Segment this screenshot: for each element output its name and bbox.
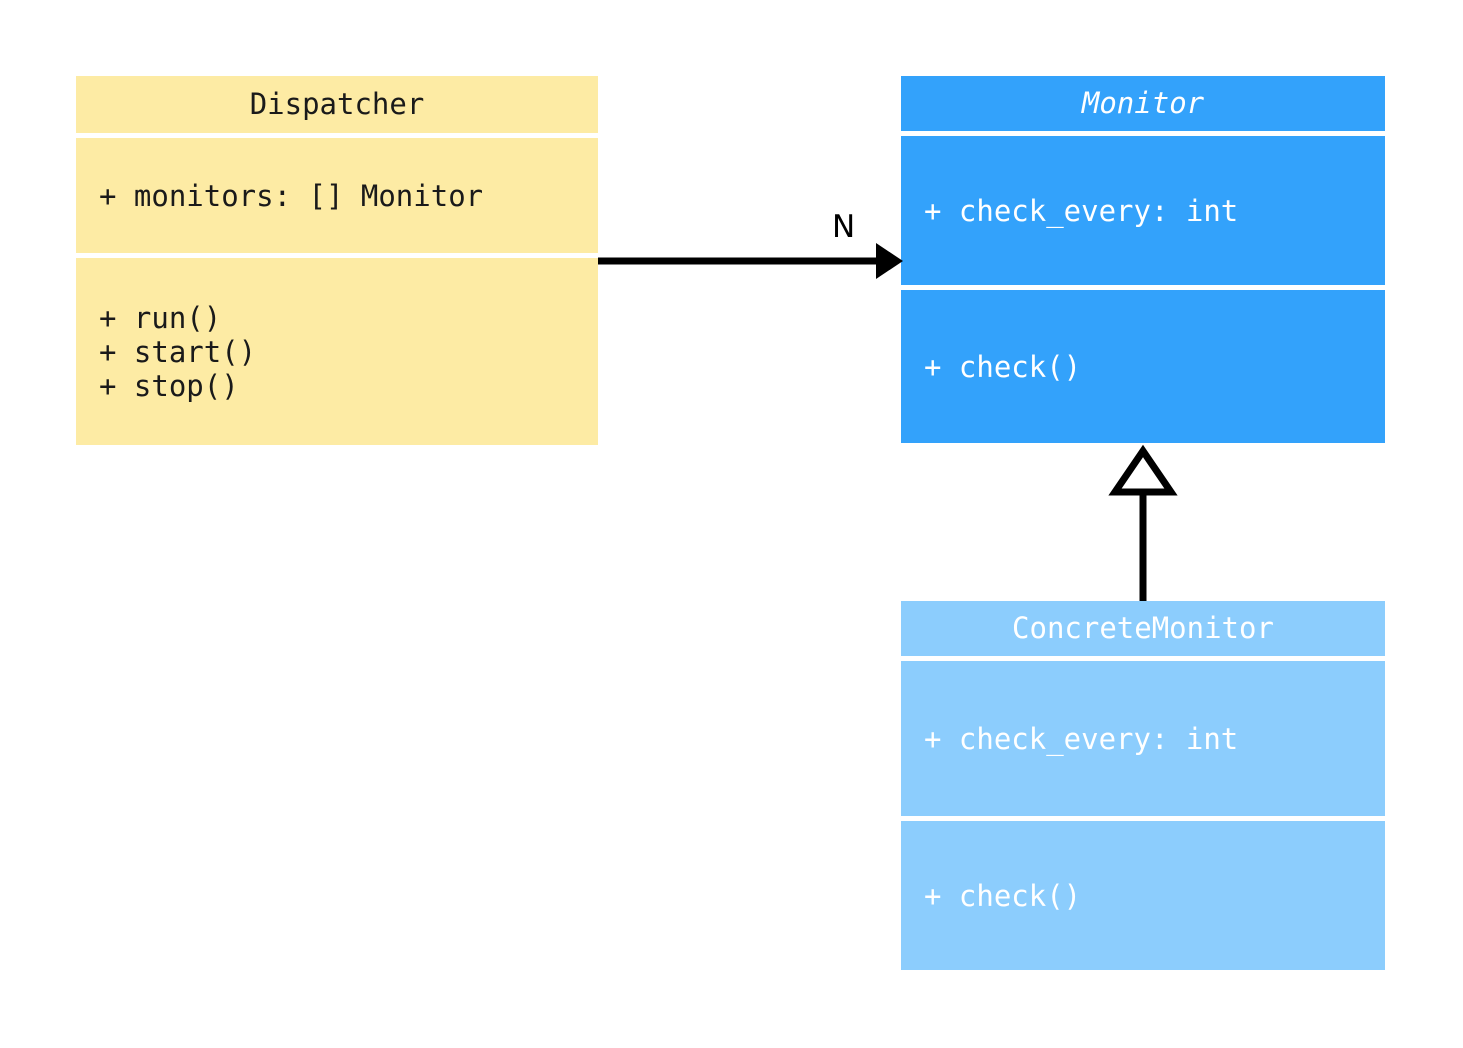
operations-compartment-monitor: + check() (901, 290, 1385, 443)
class-divider (901, 131, 1385, 136)
class-divider (76, 133, 598, 138)
class-box-monitor[interactable]: Monitor + check_every: int + check() (901, 76, 1385, 443)
attribute-item: + monitors: [] Monitor (99, 178, 484, 213)
operations-compartment-dispatcher: + run() + start() + stop() (76, 258, 598, 445)
generalization-edge-concretemonitor-monitor (1108, 444, 1178, 601)
operations-compartment-concretemonitor: + check() (901, 821, 1385, 970)
operation-item: + stop() (99, 368, 239, 403)
operation-item: + check() (924, 878, 1082, 913)
attributes-compartment-dispatcher: + monitors: [] Monitor (76, 138, 598, 253)
class-box-concretemonitor[interactable]: ConcreteMonitor + check_every: int + che… (901, 601, 1385, 970)
class-divider (76, 253, 598, 258)
filled-arrowhead-icon (876, 243, 903, 279)
association-multiplicity-label: N (832, 209, 856, 245)
attribute-item: + check_every: int (924, 721, 1239, 756)
hollow-triangle-arrowhead-icon (1108, 444, 1178, 496)
class-name-concretemonitor: ConcreteMonitor (1012, 611, 1274, 645)
operation-item: + run() (99, 300, 222, 335)
class-name-monitor: Monitor (1081, 86, 1205, 120)
attributes-compartment-monitor: + check_every: int (901, 136, 1385, 285)
association-edge-dispatcher-monitor (598, 243, 903, 279)
class-divider (901, 656, 1385, 661)
class-divider (901, 285, 1385, 290)
class-box-dispatcher[interactable]: Dispatcher + monitors: [] Monitor + run(… (76, 76, 598, 445)
attributes-compartment-concretemonitor: + check_every: int (901, 661, 1385, 816)
operation-item: + check() (924, 349, 1082, 384)
class-name-dispatcher: Dispatcher (249, 87, 425, 121)
class-divider (901, 816, 1385, 821)
attribute-item: + check_every: int (924, 193, 1239, 228)
operation-item: + start() (99, 334, 257, 369)
